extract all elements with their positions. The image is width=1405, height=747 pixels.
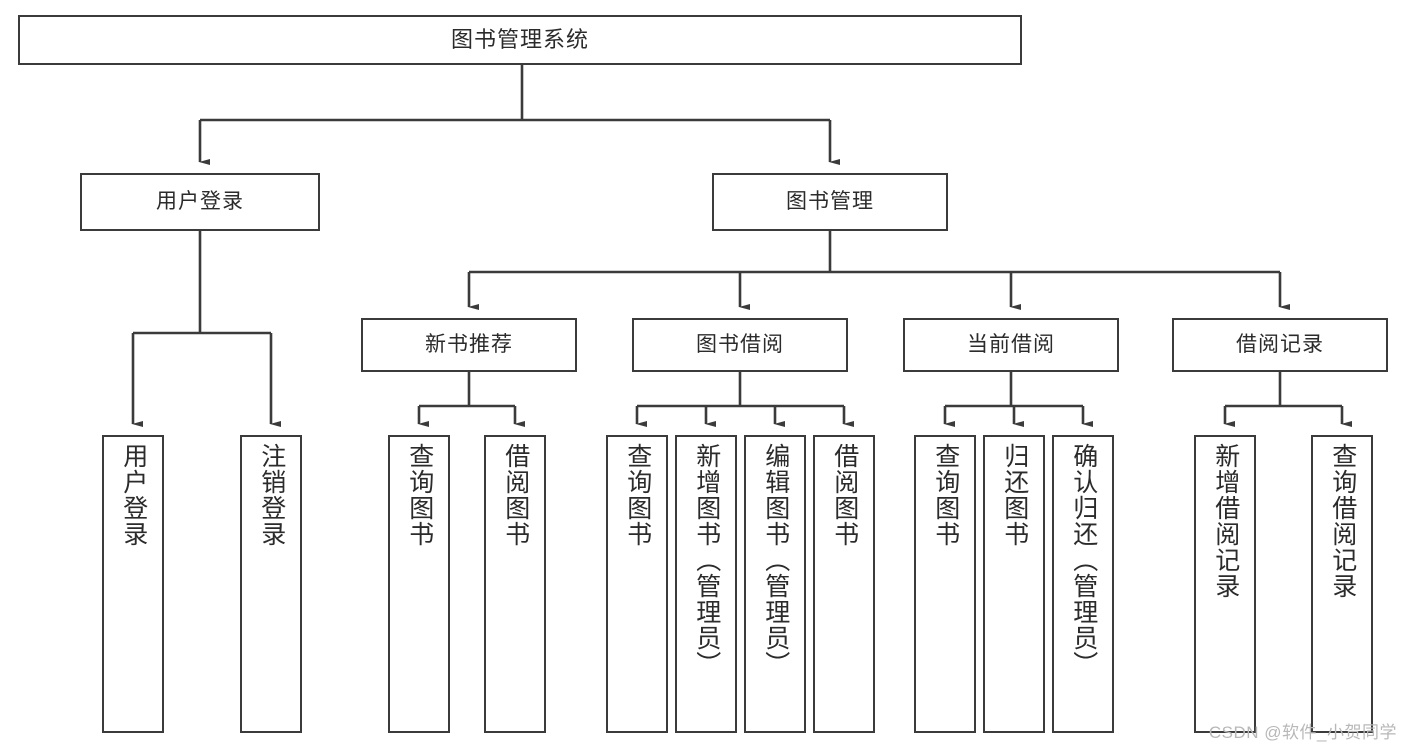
- node-leaf-borrow-book[interactable]: 借阅图书: [813, 435, 875, 733]
- node-new-book-recommend[interactable]: 新书推荐: [361, 318, 577, 372]
- leaf-label: 新增借阅记录: [1211, 443, 1240, 599]
- node-book-manage[interactable]: 图书管理: [712, 173, 948, 231]
- node-leaf-query-borrow-record[interactable]: 查询借阅记录: [1311, 435, 1373, 733]
- watermark-text: CSDN @软件_小贺同学: [1208, 723, 1397, 742]
- leaf-label: 查询借阅记录: [1328, 443, 1357, 599]
- node-leaf-edit-book-admin[interactable]: 编辑图书（管理员）: [744, 435, 806, 733]
- leaf-label: 注销登录: [257, 443, 286, 547]
- node-leaf-logout[interactable]: 注销登录: [240, 435, 302, 733]
- node-leaf-add-borrow-record[interactable]: 新增借阅记录: [1194, 435, 1256, 733]
- leaf-label: 编辑图书（管理员）: [761, 443, 790, 677]
- node-current-borrow[interactable]: 当前借阅: [903, 318, 1119, 372]
- node-leaf-query-book-cur[interactable]: 查询图书: [914, 435, 976, 733]
- node-leaf-query-book-borrow[interactable]: 查询图书: [606, 435, 668, 733]
- node-root[interactable]: 图书管理系统: [18, 15, 1022, 65]
- node-borrow-record[interactable]: 借阅记录: [1172, 318, 1388, 372]
- node-book-borrow[interactable]: 图书借阅: [632, 318, 848, 372]
- leaf-label: 新增图书（管理员）: [692, 443, 721, 677]
- node-user-login[interactable]: 用户登录: [80, 173, 320, 231]
- node-leaf-add-book-admin[interactable]: 新增图书（管理员）: [675, 435, 737, 733]
- node-leaf-user-login[interactable]: 用户登录: [102, 435, 164, 733]
- node-leaf-query-book-rec[interactable]: 查询图书: [388, 435, 450, 733]
- leaf-label: 用户登录: [119, 443, 148, 547]
- leaf-label: 查询图书: [623, 443, 652, 547]
- node-leaf-borrow-book-rec[interactable]: 借阅图书: [484, 435, 546, 733]
- leaf-label: 归还图书: [1000, 443, 1029, 547]
- node-leaf-return-book[interactable]: 归还图书: [983, 435, 1045, 733]
- leaf-label: 查询图书: [405, 443, 434, 547]
- node-leaf-confirm-return-admin[interactable]: 确认归还（管理员）: [1052, 435, 1114, 733]
- leaf-label: 确认归还（管理员）: [1069, 443, 1098, 677]
- leaf-label: 借阅图书: [501, 443, 530, 547]
- leaf-label: 借阅图书: [830, 443, 859, 547]
- leaf-label: 查询图书: [931, 443, 960, 547]
